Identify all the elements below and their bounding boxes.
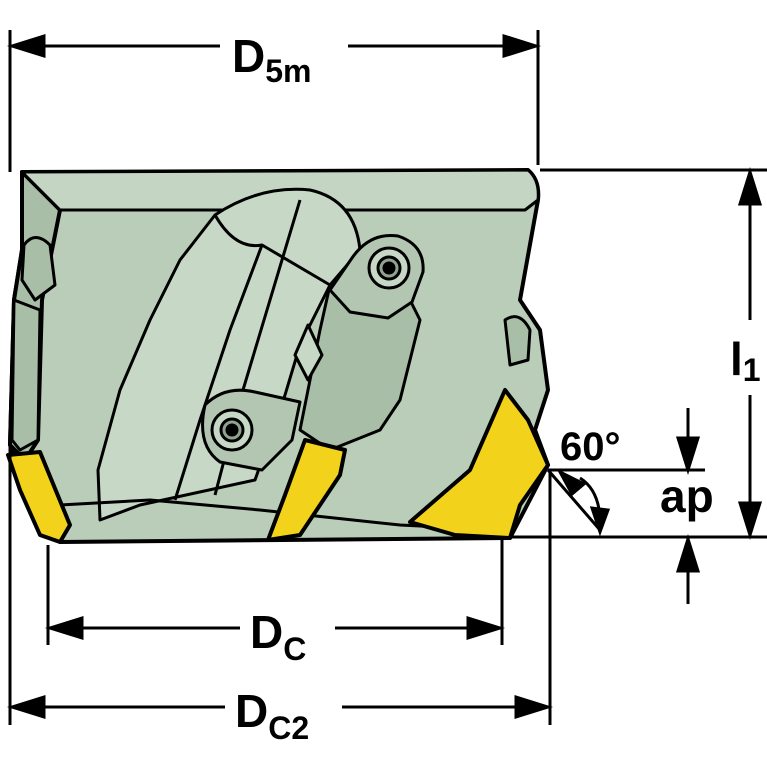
label-dc: DC [250,606,306,667]
label-dc-main: D [250,606,283,658]
angle-arrow-top [556,468,587,497]
ap-arrow-top [675,436,701,476]
insert-right [408,388,550,540]
dc-arrow-right [466,615,506,641]
label-d5m-main: D [232,30,265,82]
label-ap-sub: p [686,470,714,522]
label-dc-sub: C [283,631,306,667]
angle-arrow-bottom [589,506,611,537]
cutting-inserts [6,388,550,544]
dc2-arrow-left [6,694,46,720]
angle-leg [546,469,602,531]
label-l1: l1 [730,333,761,388]
label-angle: 60° [560,425,621,469]
dimension-labels: D5m l1 60° ap DC DC2 [232,30,761,746]
label-dc2-main: D [235,685,268,737]
screw-upper [367,246,411,290]
screw-lower [210,408,254,452]
cutter-body [8,168,550,544]
label-ap: ap [660,470,714,522]
left-chip-pocket [20,236,57,302]
label-dc2-sub: C2 [268,710,309,746]
right-recess [503,315,532,367]
label-l1-sub: 1 [743,352,761,388]
rhombus-detail [293,323,324,382]
label-dc2: DC2 [235,685,309,746]
d5m-arrow-right [502,33,542,59]
d5m-arrow-left [6,33,46,59]
ap-arrow-bottom [675,533,701,573]
insert-left [6,450,72,544]
l1-arrow-bottom [737,501,763,541]
label-l1-main: l [730,333,743,385]
insert-center [266,438,347,542]
flute-groove-b [173,244,264,501]
label-d5m: D5m [232,30,311,89]
dc-arrow-left [44,615,84,641]
dimension-lines [6,30,767,725]
l1-arrow-top [737,166,763,206]
central-chip-flute [96,187,362,522]
dc2-arrow-right [514,694,554,720]
label-d5m-sub: 5m [265,53,311,89]
left-lower-flange [10,298,42,452]
label-ap-main: a [660,470,686,522]
